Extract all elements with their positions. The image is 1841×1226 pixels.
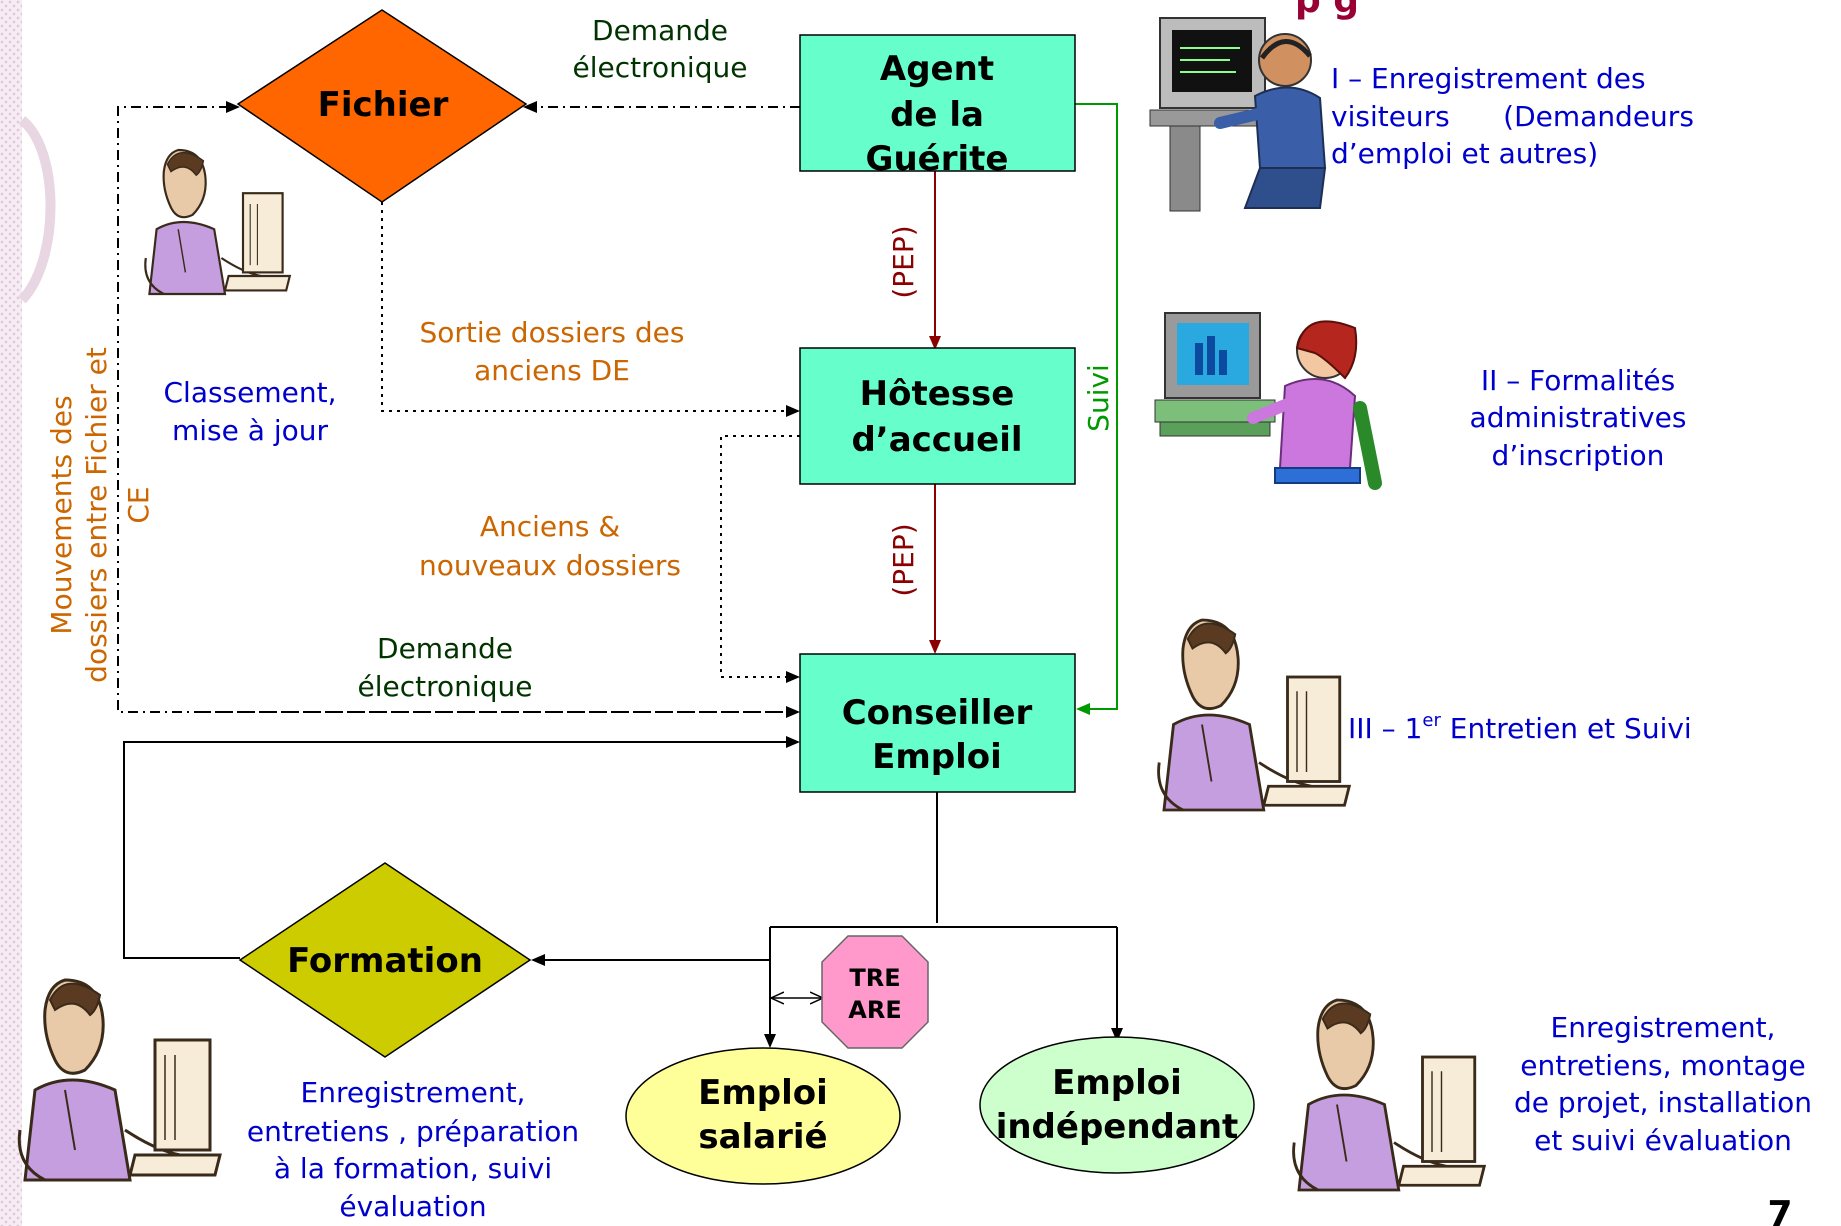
node-tre-line2: ARE	[848, 996, 901, 1024]
label-demande-bottom-2: électronique	[358, 670, 533, 703]
title-fragment: p g	[1295, 0, 1359, 21]
node-emploi-independant: Emploi indépendant	[979, 1036, 1255, 1174]
label-pep-2: (PEP)	[887, 523, 920, 596]
label-sortie-2: anciens DE	[474, 354, 630, 387]
desc-formation-4: évaluation	[339, 1190, 486, 1223]
desc-independant-1: Enregistrement,	[1551, 1011, 1776, 1044]
desc-formation-1: Enregistrement,	[301, 1076, 526, 1109]
desc-step3-prefix: III – 1	[1348, 712, 1422, 745]
desc-step3-sup: er	[1422, 710, 1441, 731]
man-at-computer-icon-formation	[17, 978, 222, 1182]
woman-at-computer-icon	[1154, 312, 1382, 490]
desc-independant-3: de projet, installation	[1514, 1086, 1812, 1119]
desc-step1-2: visiteurs (Demandeurs	[1331, 100, 1694, 133]
label-demande-top-2: électronique	[573, 51, 748, 84]
label-mouvements-1: Mouvements des	[45, 395, 78, 634]
desc-independant-4: et suivi évaluation	[1534, 1124, 1792, 1157]
node-formation-label: Formation	[287, 941, 483, 981]
node-agent: Agent de la Guérite	[799, 34, 1076, 179]
desc-step1-1: I – Enregistrement des	[1331, 62, 1646, 95]
desc-formation-3: à la formation, suivi	[274, 1152, 552, 1185]
node-formation: Formation	[238, 862, 532, 1058]
node-agent-line3: Guérite	[866, 139, 1009, 179]
node-tre-line1: TRE	[849, 964, 900, 992]
edge-fichier-conseiller-loop	[117, 101, 798, 713]
edge-formation-to-conseiller	[123, 736, 800, 959]
label-demande-top-1: Demande	[592, 14, 728, 47]
decorative-left-border	[0, 0, 22, 1226]
node-agent-line2: de la	[890, 95, 984, 135]
label-demande-bottom-1: Demande	[377, 632, 513, 665]
node-agent-line1: Agent	[880, 49, 994, 89]
label-anciens-1: Anciens &	[480, 510, 620, 543]
label-sortie-1: Sortie dossiers des	[420, 316, 685, 349]
node-salarie-line2: salarié	[698, 1117, 827, 1157]
label-mouvements-3: CE	[122, 486, 155, 523]
node-emploi-salarie: Emploi salarié	[625, 1047, 901, 1185]
node-hotesse: Hôtesse d’accueil	[799, 347, 1076, 485]
man-at-computer-icon-classement	[144, 148, 291, 296]
label-pep-1: (PEP)	[887, 225, 920, 298]
node-conseiller: Conseiller Emploi	[799, 653, 1076, 793]
desc-step1-3: d’emploi et autres)	[1331, 137, 1598, 170]
man-at-computer-icon-conseiller	[1157, 618, 1351, 812]
node-salarie-line1: Emploi	[698, 1073, 828, 1113]
edge-suivi	[1075, 103, 1118, 715]
desc-step2-1: II – Formalités	[1481, 364, 1675, 397]
man-at-computer-icon-independant	[1292, 998, 1486, 1192]
desc-classement-2: mise à jour	[172, 414, 328, 447]
label-mouvements-2: dossiers entre Fichier et	[80, 347, 113, 683]
node-conseiller-line1: Conseiller	[842, 693, 1033, 733]
label-anciens-2: nouveaux dossiers	[419, 549, 681, 582]
node-hotesse-line2: d’accueil	[851, 420, 1022, 460]
node-tre-are: TRE ARE	[821, 935, 929, 1049]
person-at-computer-headset-icon	[1149, 17, 1327, 212]
desc-step2-2: administratives	[1470, 401, 1687, 434]
node-independant-line2: indépendant	[996, 1107, 1239, 1147]
desc-classement-1: Classement,	[163, 376, 336, 409]
node-hotesse-line1: Hôtesse	[860, 374, 1015, 414]
label-suivi: Suivi	[1082, 364, 1115, 432]
node-fichier-label: Fichier	[318, 85, 449, 125]
edge-fichier-to-hotesse	[381, 202, 800, 417]
desc-independant-2: entretiens, montage	[1520, 1049, 1805, 1082]
page-number: 7	[1767, 1194, 1792, 1226]
desc-step3-suffix: Entretien et Suivi	[1441, 712, 1692, 745]
node-conseiller-line2: Emploi	[872, 737, 1002, 777]
decorative-swirl	[18, 116, 56, 304]
desc-formation-2: entretiens , préparation	[247, 1115, 579, 1148]
desc-step3: III – 1er Entretien et Suivi	[1348, 710, 1692, 745]
edge-hotesse-to-conseiller	[720, 435, 800, 683]
desc-step2-3: d’inscription	[1492, 439, 1665, 472]
node-fichier: Fichier	[236, 9, 528, 203]
node-independant-line1: Emploi	[1052, 1063, 1182, 1103]
